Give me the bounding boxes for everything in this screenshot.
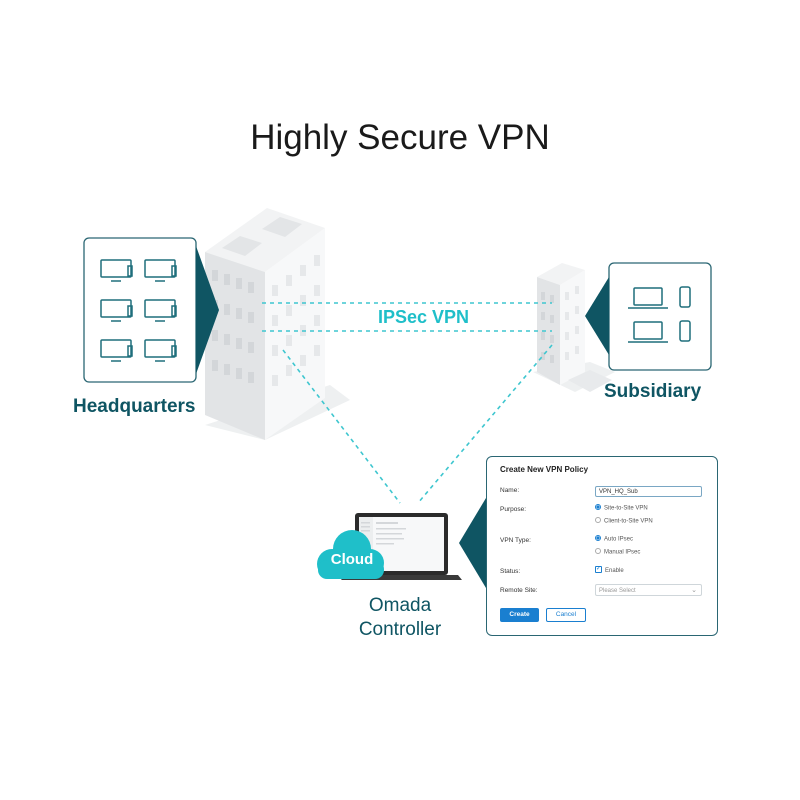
omada-label-line2: Controller — [358, 619, 442, 640]
radio-icon — [595, 548, 601, 554]
remote-site-select[interactable]: Please Select ⌄ — [595, 584, 702, 596]
radio-selected-icon — [595, 504, 601, 510]
desktop-icon — [144, 299, 177, 322]
policy-panel-pointer — [459, 498, 486, 588]
phone-icon — [679, 320, 691, 342]
laptop-icon — [628, 287, 668, 309]
laptop-icon — [628, 321, 668, 343]
subsidiary-building — [537, 263, 612, 392]
checkmark-icon: ✓ — [595, 566, 602, 573]
name-label: Name: — [500, 487, 520, 494]
cloud-label: Cloud — [330, 551, 374, 568]
hq-to-controller-link — [282, 349, 401, 504]
remote-site-label: Remote Site: — [500, 587, 538, 594]
desktop-icon — [100, 259, 133, 282]
omada-label-line1: Omada — [368, 595, 432, 616]
cancel-button[interactable]: Cancel — [546, 608, 586, 622]
phone-icon — [679, 286, 691, 308]
desktop-icon — [100, 339, 133, 362]
status-enable-checkbox[interactable]: ✓Enable — [595, 566, 624, 575]
vpn-type-label: VPN Type: — [500, 537, 531, 544]
headquarters-label: Headquarters — [73, 396, 196, 417]
desktop-icon — [100, 299, 133, 322]
sub-to-controller-link — [417, 344, 553, 504]
name-input[interactable]: VPN_HQ_Sub — [595, 486, 702, 497]
ipsec-vpn-label: IPSec VPN — [378, 307, 470, 327]
desktop-icon — [144, 259, 177, 282]
create-button[interactable]: Create — [500, 608, 539, 622]
radio-icon — [595, 517, 601, 523]
purpose-option-client-to-site[interactable]: Client-to-Site VPN — [595, 517, 653, 525]
vpn-type-option-manual[interactable]: Manual IPsec — [595, 548, 640, 556]
subsidiary-label: Subsidiary — [604, 381, 702, 402]
status-label: Status: — [500, 568, 521, 575]
page-title: Highly Secure VPN — [250, 118, 550, 157]
hq-devices-panel — [83, 237, 219, 383]
omada-controller-label: Omada Controller — [340, 594, 460, 642]
desktop-icon — [144, 339, 177, 362]
cloud-icon — [317, 530, 384, 579]
vpn-policy-form: Create New VPN Policy Name: VPN_HQ_Sub P… — [486, 456, 718, 636]
purpose-label: Purpose: — [500, 506, 527, 513]
form-title: Create New VPN Policy — [500, 465, 589, 474]
vpn-type-option-auto[interactable]: Auto IPsec — [595, 535, 633, 543]
chevron-down-icon: ⌄ — [691, 587, 697, 594]
radio-selected-icon — [595, 535, 601, 541]
hq-building — [205, 208, 325, 440]
purpose-option-site-to-site[interactable]: Site-to-Site VPN — [595, 504, 648, 512]
subsidiary-devices-panel — [585, 262, 712, 371]
